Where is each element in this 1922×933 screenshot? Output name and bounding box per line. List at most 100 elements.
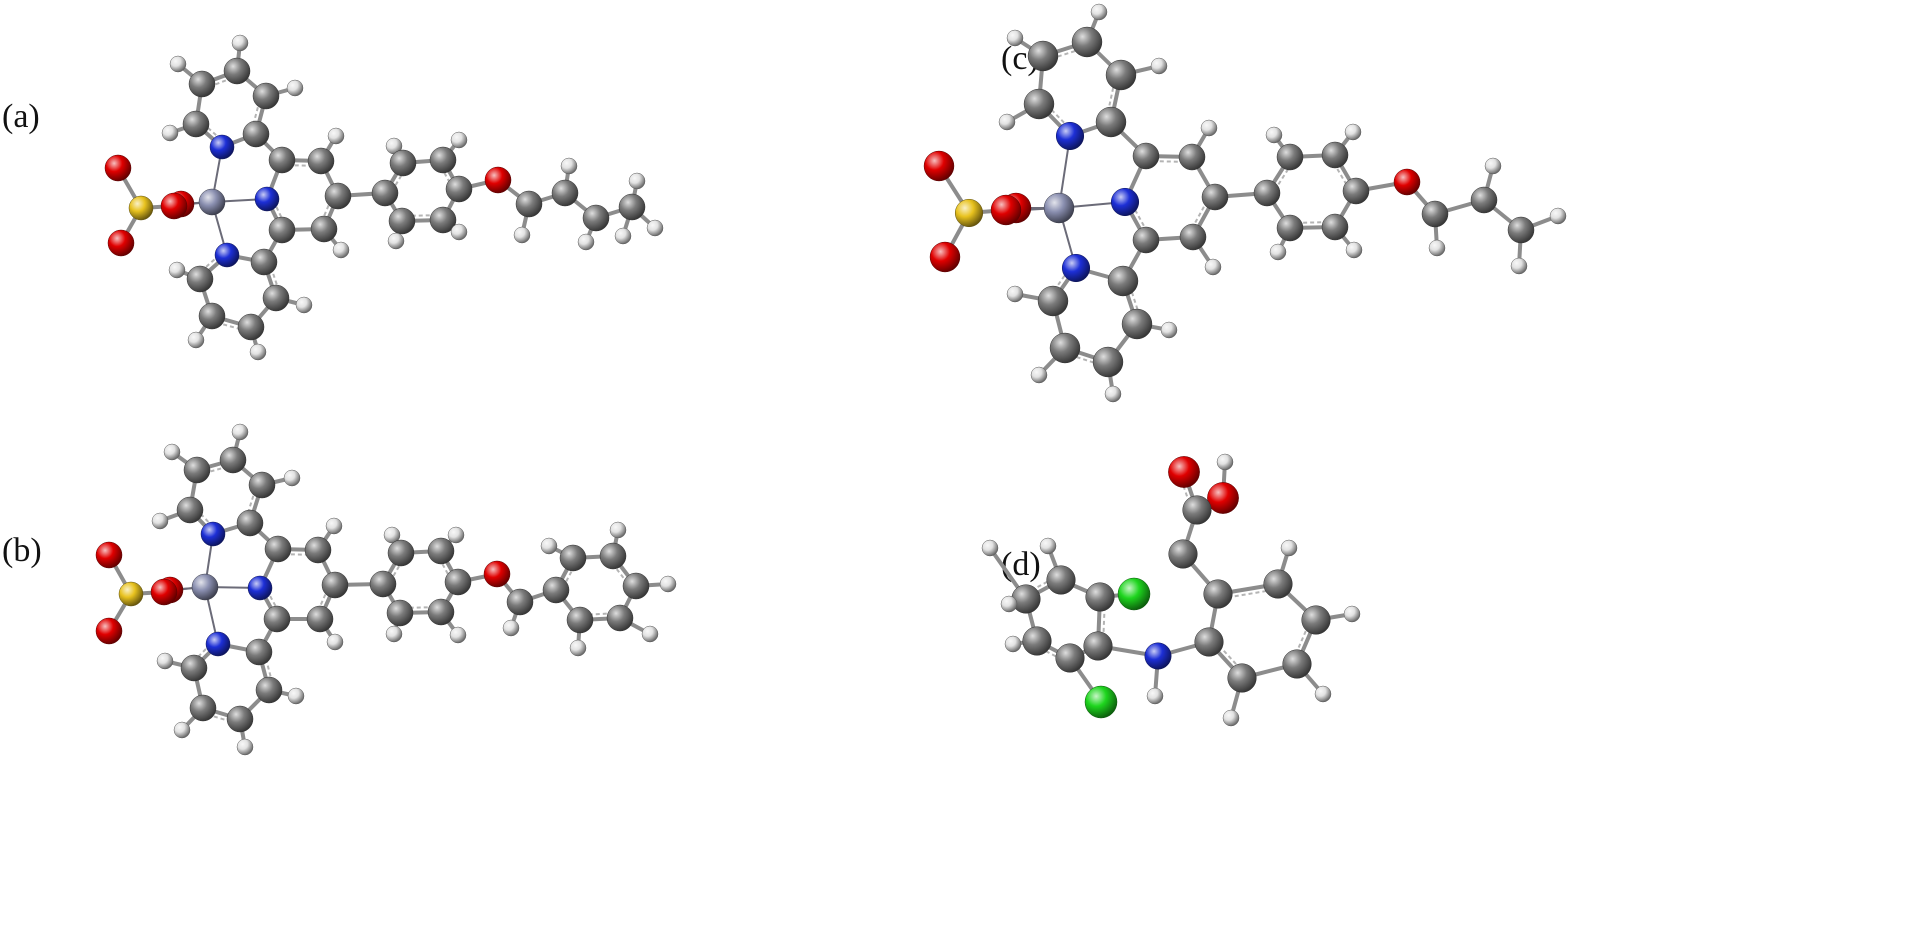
- carbon-atom: [1321, 213, 1349, 241]
- hydrogen-atom: [383, 526, 401, 544]
- oxygen-atom: [160, 192, 188, 220]
- chlorine-atom: [1084, 685, 1118, 719]
- carbon-atom: [1194, 627, 1224, 657]
- carbon-atom: [599, 542, 627, 570]
- hydrogen-atom: [1269, 243, 1287, 261]
- panel-label-b: (b): [2, 532, 42, 569]
- oxygen-atom: [483, 560, 511, 588]
- carbon-atom: [1321, 141, 1349, 169]
- hydrogen-atom: [628, 172, 646, 190]
- hydrogen-atom: [1222, 709, 1240, 727]
- carbon-atom: [1049, 332, 1081, 364]
- carbon-atom: [264, 535, 292, 563]
- hydrogen-atom: [447, 526, 465, 544]
- carbon-atom: [582, 204, 610, 232]
- carbon-atom: [304, 536, 332, 564]
- carbon-atom: [1011, 584, 1041, 614]
- hydrogen-atom: [283, 469, 301, 487]
- carbon-atom: [1023, 88, 1055, 120]
- hydrogen-atom: [569, 639, 587, 657]
- sulfur-atom: [118, 581, 144, 607]
- carbon-atom: [306, 605, 334, 633]
- carbon-atom: [542, 576, 570, 604]
- molecule-a: [104, 34, 664, 361]
- hydrogen-atom: [450, 223, 468, 241]
- carbon-atom: [1132, 226, 1160, 254]
- carbon-atom: [427, 598, 455, 626]
- carbon-atom: [371, 179, 399, 207]
- carbon-atom: [389, 149, 417, 177]
- hydrogen-atom: [513, 226, 531, 244]
- double-bond: [1152, 160, 1186, 163]
- carbon-atom: [188, 70, 216, 98]
- bonds-layer: [937, 10, 1560, 396]
- hydrogen-atom: [1510, 257, 1528, 275]
- carbon-atom: [1227, 663, 1257, 693]
- carbon-atom: [622, 572, 650, 600]
- zinc-atom: [198, 188, 226, 216]
- hydrogen-atom: [540, 537, 558, 555]
- carbon-atom: [369, 570, 397, 598]
- carbon-atom: [255, 676, 283, 704]
- panel-b: (b): [0, 423, 961, 933]
- carbon-atom: [1071, 26, 1103, 58]
- carbon-atom: [1263, 569, 1293, 599]
- hydrogen-atom: [659, 575, 677, 593]
- oxygen-atom: [107, 229, 135, 257]
- nitrogen-atom: [1061, 253, 1091, 283]
- bonds-layer: [988, 460, 1354, 720]
- carbon-atom: [1085, 582, 1115, 612]
- sulfur-atom: [954, 198, 984, 228]
- carbon-atom: [1201, 183, 1229, 211]
- oxygen-atom: [1168, 456, 1200, 488]
- oxygen-atom: [95, 617, 123, 645]
- carbon-atom: [263, 605, 291, 633]
- carbon-atom: [618, 193, 646, 221]
- double-bond: [1050, 47, 1083, 60]
- hydrogen-atom: [387, 232, 405, 250]
- carbon-atom: [182, 110, 210, 138]
- hydrogen-atom: [249, 343, 267, 361]
- double-bond: [1128, 285, 1141, 317]
- hydrogen-atom: [327, 127, 345, 145]
- carbon-atom: [248, 471, 276, 499]
- carbon-atom: [310, 215, 338, 243]
- nitrogen-atom: [254, 186, 280, 212]
- oxygen-atom: [95, 541, 123, 569]
- atoms-layer: [981, 453, 1361, 727]
- double-bond: [1227, 589, 1270, 599]
- hydrogen-atom: [450, 131, 468, 149]
- nitrogen-atom: [205, 631, 231, 657]
- hydrogen-atom: [231, 423, 249, 441]
- carbon-atom: [444, 568, 472, 596]
- carbon-atom: [387, 539, 415, 567]
- nitrogen-atom: [214, 242, 240, 268]
- hydrogen-atom: [1344, 123, 1362, 141]
- hydrogen-atom: [1000, 595, 1018, 613]
- hydrogen-atom: [163, 443, 181, 461]
- carbon-atom: [176, 496, 204, 524]
- carbon-atom: [223, 57, 251, 85]
- carbon-atom: [262, 284, 290, 312]
- carbon-atom: [1022, 626, 1052, 656]
- molecule-d: [981, 453, 1361, 727]
- hydrogen-atom: [1090, 3, 1108, 21]
- carbon-atom: [1132, 142, 1160, 170]
- carbon-atom: [1105, 59, 1137, 91]
- carbon-atom: [1179, 223, 1207, 251]
- double-bond: [1191, 200, 1209, 230]
- hydrogen-atom: [614, 227, 632, 245]
- double-bond: [1296, 221, 1329, 224]
- hydrogen-atom: [502, 619, 520, 637]
- panel-d: (d): [961, 453, 1922, 933]
- nitrogen-atom: [1055, 121, 1085, 151]
- hydrogen-atom: [609, 521, 627, 539]
- oxygen-atom: [923, 150, 955, 182]
- carbon-atom: [219, 446, 247, 474]
- carbon-atom: [250, 248, 278, 276]
- zinc-atom: [191, 573, 219, 601]
- double-bond: [1131, 204, 1149, 233]
- hydrogen-atom: [981, 539, 999, 557]
- hydrogen-atom: [1345, 241, 1363, 259]
- hydrogen-atom: [1104, 385, 1122, 403]
